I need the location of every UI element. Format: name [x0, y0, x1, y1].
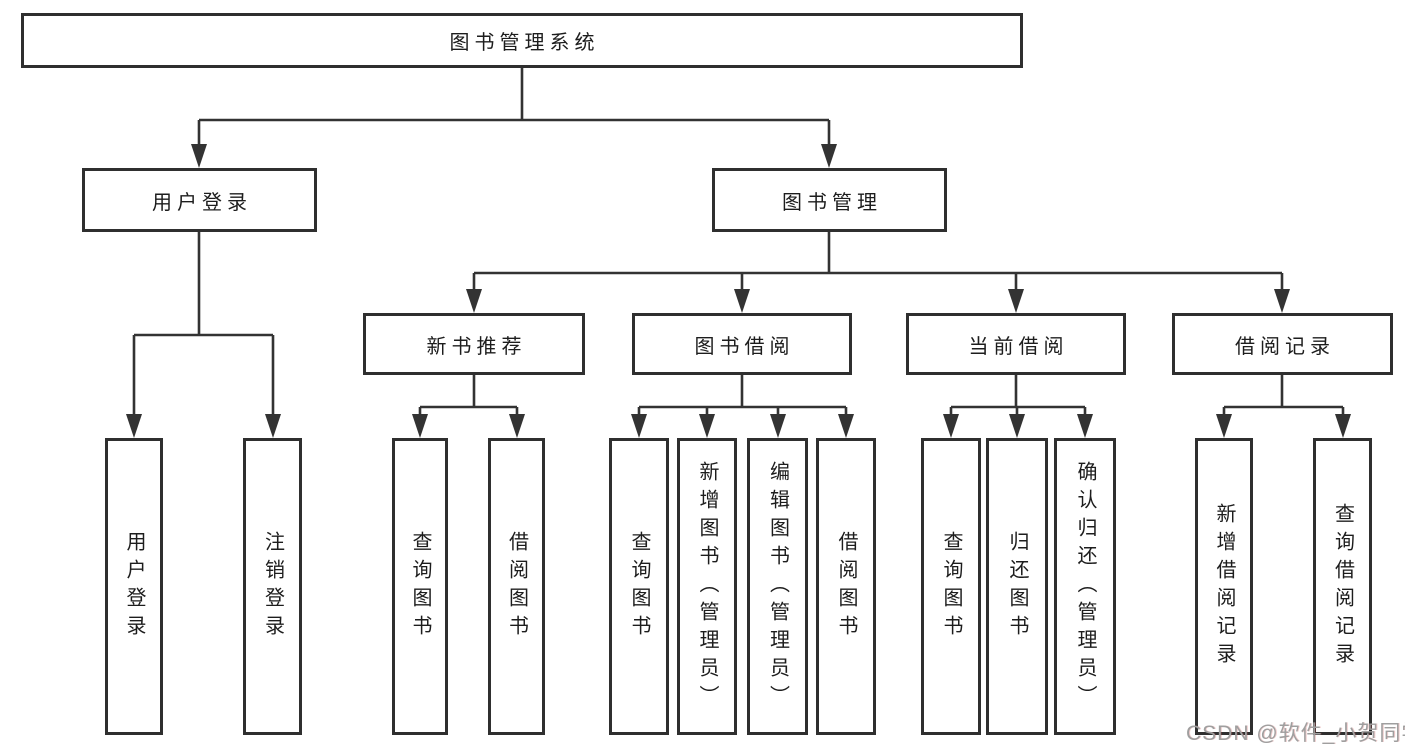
- node-label: 图书管理系统: [449, 32, 600, 54]
- node-book-management: 图书管理: [712, 168, 947, 232]
- node-label: 图书管理: [782, 191, 882, 214]
- node-label: 新书推荐: [426, 335, 527, 358]
- leaf-confirm-return-admin: 确认归还（管理员）: [1054, 438, 1116, 735]
- connector-newbook-to-leaves: [418, 375, 519, 420]
- connector-login-to-leaves: [132, 232, 275, 420]
- leaf-borrow-book: 借阅图书: [816, 438, 876, 735]
- leaf-query-book: 查询图书: [392, 438, 448, 735]
- node-label: 借阅图书: [835, 530, 857, 643]
- node-label: 借阅图书: [505, 530, 528, 643]
- leaf-edit-book-admin: 编辑图书（管理员）: [747, 438, 808, 735]
- node-label: 借阅记录: [1235, 335, 1335, 358]
- connector-root-to-level2: [197, 68, 831, 150]
- node-label: 用户登录: [152, 191, 252, 214]
- node-label: 查询图书: [409, 530, 431, 643]
- node-label: 查询图书: [628, 530, 650, 643]
- node-label: 图书借阅: [694, 335, 795, 358]
- node-label: 查询借阅记录: [1331, 502, 1354, 671]
- leaf-query-borrow-record: 查询借阅记录: [1313, 438, 1372, 735]
- node-label: 用户登录: [123, 530, 145, 643]
- leaf-add-book-admin: 新增图书（管理员）: [677, 438, 737, 735]
- leaf-borrow-book: 借阅图书: [488, 438, 545, 735]
- node-library-system: 图书管理系统: [21, 13, 1023, 68]
- leaf-user-login: 用户登录: [105, 438, 163, 735]
- leaf-logout: 注销登录: [243, 438, 302, 735]
- node-new-book-recommend: 新书推荐: [363, 313, 585, 375]
- node-label: 新增图书（管理员）: [696, 460, 718, 713]
- connector-current-to-leaves: [949, 375, 1087, 420]
- node-label: 当前借阅: [968, 335, 1069, 358]
- connector-mgmt-to-level3: [472, 232, 1284, 295]
- node-label: 新增借阅记录: [1213, 502, 1235, 671]
- leaf-add-borrow-record: 新增借阅记录: [1195, 438, 1253, 735]
- node-label: 归还图书: [1006, 530, 1028, 643]
- node-label: 编辑图书（管理员）: [766, 460, 789, 713]
- leaf-query-book: 查询图书: [609, 438, 669, 735]
- node-book-borrow: 图书借阅: [632, 313, 852, 375]
- node-label: 确认归还（管理员）: [1074, 460, 1096, 713]
- node-current-borrow: 当前借阅: [906, 313, 1126, 375]
- node-borrow-records: 借阅记录: [1172, 313, 1393, 375]
- leaf-return-book: 归还图书: [986, 438, 1048, 735]
- node-label: 注销登录: [261, 530, 284, 643]
- leaf-query-book: 查询图书: [921, 438, 981, 735]
- csdn-watermark: CSDN @软件_小贺同学: [1186, 722, 1405, 745]
- connector-borrow-to-leaves: [637, 375, 848, 420]
- node-user-login: 用户登录: [82, 168, 317, 232]
- connector-records-to-leaves: [1222, 375, 1345, 420]
- node-label: 查询图书: [940, 530, 962, 643]
